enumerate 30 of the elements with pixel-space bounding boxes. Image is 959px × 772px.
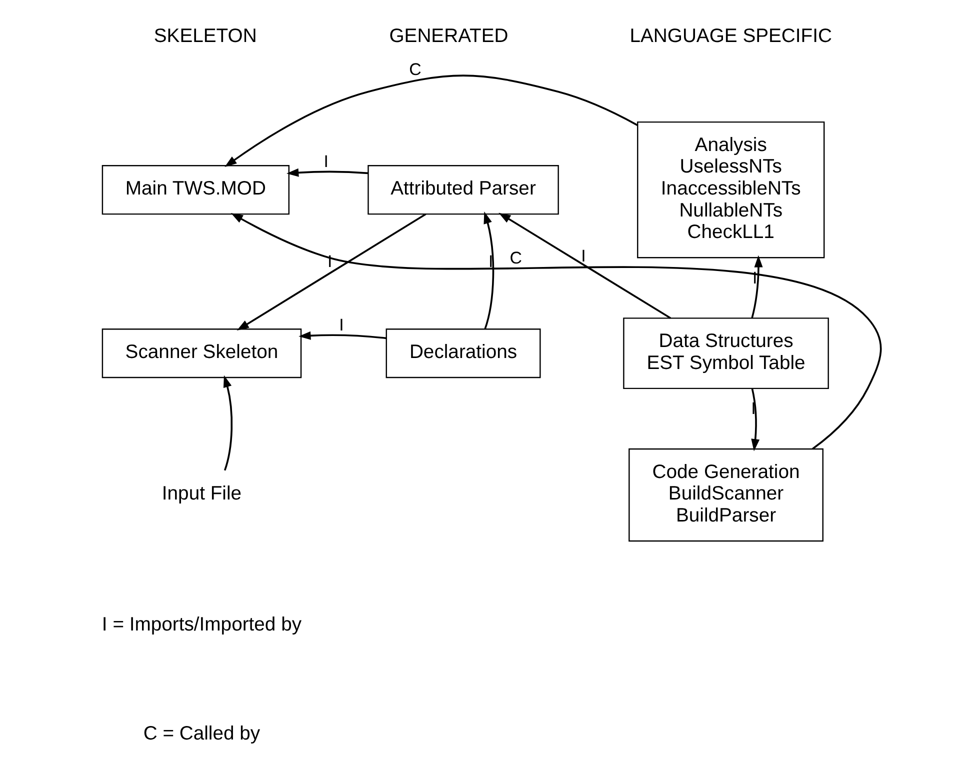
arrow	[750, 255, 762, 318]
arrow	[483, 212, 494, 330]
label: GENERATED	[388, 24, 508, 47]
arrow	[236, 213, 426, 330]
arrow	[222, 375, 232, 471]
node-box: Declarations	[385, 328, 540, 378]
edge-label: I	[580, 246, 586, 266]
arrow	[286, 168, 368, 177]
node-box: Scanner Skeleton	[101, 328, 302, 378]
node-box: Code Generation BuildScanner BuildParser	[628, 448, 823, 542]
arrow	[750, 388, 760, 452]
edge-label: C	[408, 60, 421, 79]
legend-label: I = Imports/Imported by	[101, 613, 302, 636]
node-box: Data Structures EST Symbol Table	[622, 318, 828, 390]
label: SKELETON	[153, 24, 256, 47]
edge-label: I	[750, 398, 756, 418]
arrow	[230, 212, 882, 450]
node-box: Analysis UselessNTs InaccessibleNTs NullableNTs CheckLL1	[636, 121, 824, 258]
arrow	[224, 74, 638, 168]
node-text: Input File	[161, 482, 242, 505]
edge-label: I	[323, 152, 328, 172]
arrow	[298, 331, 386, 340]
node-box: Main TWS.MOD	[101, 165, 290, 215]
edge-label: I	[488, 252, 493, 272]
node-box: Attributed Parser	[367, 165, 558, 215]
edge-label: C	[509, 248, 522, 268]
edge-label: I	[338, 316, 344, 335]
legend-label: C = Called by	[142, 722, 260, 744]
label: LANGUAGE SPECIFIC	[629, 24, 832, 47]
arrow	[498, 212, 671, 319]
